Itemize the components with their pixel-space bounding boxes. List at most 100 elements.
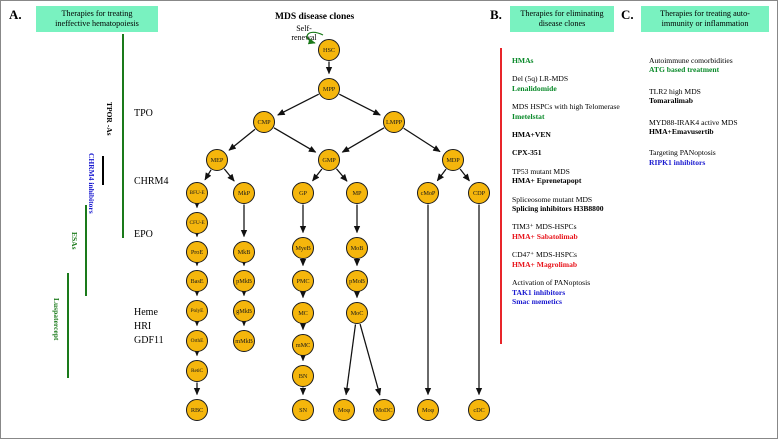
tree-node-pmob: pMoB (346, 270, 368, 292)
tree-node-polye: PolyE (186, 300, 208, 322)
tree-node-mkp: MkP (233, 182, 255, 204)
therapy-line: RIPK1 inhibitors (649, 157, 706, 167)
tree-node-mob: MoB (346, 237, 368, 259)
self-renewal-arc (306, 31, 324, 45)
tree-edge-mpp-lmpp (338, 93, 381, 116)
tree-node-label: OrthE (190, 338, 204, 344)
therapy-line: Spliceosome mutant MDS (512, 194, 593, 204)
tree-node-lmpp: LMPP (383, 111, 405, 133)
panel-c-letter: C. (621, 7, 634, 22)
tree-node-label: CDP (473, 189, 485, 197)
tree-node-label: MoC (350, 309, 364, 317)
tree-edge-lmpp-mdp (403, 127, 441, 153)
tree-title: MDS disease clones (275, 12, 355, 22)
axis-label-chrm4: CHRM4 (134, 176, 169, 187)
tree-node-pmkb: pMkB (233, 270, 255, 292)
tree-node-label: SN (299, 406, 307, 414)
therapy-line: CD47⁺ MDS-HSPCs (512, 250, 577, 260)
tree-node-pmc: PMC (292, 270, 314, 292)
therapy-line: HMA+ Eprenetapopt (512, 176, 582, 186)
tree-node-mdp: MDP (442, 149, 464, 171)
esas-green-rule (85, 205, 87, 296)
tree-node-mkb: MkB (233, 241, 255, 263)
tpo-epo-green-rule (122, 34, 124, 238)
tree-node-label: BN (298, 372, 308, 380)
tree-node-label: MoDC (375, 406, 393, 414)
tree-node-gp: GP (292, 182, 314, 204)
tree-node-mmkb: mMkB (233, 330, 255, 352)
tree-edge-gmp-mp (335, 168, 348, 182)
axis-label-hri: HRI (134, 321, 152, 332)
tree-node-label: LMPP (385, 118, 403, 126)
tree-node-label: Moφ (337, 406, 351, 414)
tree-node-hsc: HSC (318, 39, 340, 61)
self-renewal-label: Self-renewal (284, 24, 324, 42)
therapy-line: HMA+ Magrolimab (512, 259, 578, 269)
tree-node-moc: MoC (346, 302, 368, 324)
tree-node-label: CMP (257, 118, 271, 126)
therapy-entry: CPX-351 (512, 148, 630, 157)
axis-label-heme: Heme (134, 307, 158, 318)
tree-node-label: PolyE (190, 308, 204, 314)
tree-node-orthe: OrthE (186, 330, 208, 352)
tree-node-label: MPP (322, 85, 336, 93)
tree-edge-cmp-mep (228, 128, 256, 151)
self-renewal-text: Self-renewal (291, 24, 317, 42)
tree-edge-moc-moph1 (343, 324, 357, 396)
tree-node-cdp: CDP (468, 182, 490, 204)
tree-edge-mdp-cdp (459, 168, 470, 182)
therapy-line: Activation of PANoptosis (512, 278, 591, 288)
therapy-line: HMAs (512, 56, 534, 65)
tree-node-label: BFU-E (189, 190, 205, 196)
tree-node-label: MyeB (295, 244, 311, 252)
therapy-line: CPX-351 (512, 148, 542, 158)
tree-node-label: MC (298, 309, 308, 317)
tree-edge-cmp-gmp (273, 127, 317, 153)
tree-node-cdc: cDC (468, 399, 490, 421)
panel-b-letter: B. (490, 7, 502, 22)
tree-node-mc: MC (292, 302, 314, 324)
tree-edge-mep-bfue (204, 169, 212, 181)
panel-b-red-rule (500, 48, 502, 344)
therapy-line: Autoimmune comorbidities (649, 56, 733, 65)
tree-node-base: BasE (186, 270, 208, 292)
tree-node-sn: SN (292, 399, 314, 421)
tree-node-retic: RetiC (186, 360, 208, 382)
therapy-entry: HMAs (512, 56, 630, 65)
tree-node-label: RetiC (190, 368, 204, 374)
tree-node-label: MoB (350, 244, 364, 252)
panel-c-title: Therapies for treating auto-immunity or … (641, 6, 769, 32)
chrm4-black-rule (102, 156, 104, 185)
therapy-entry: HMA+VEN (512, 130, 630, 139)
tree-node-bn: BN (292, 365, 314, 387)
tree-node-label: MkP (238, 189, 250, 197)
tree-node-cfue: CFU-E (186, 212, 208, 234)
tree-node-label: MP (352, 189, 362, 197)
tree-node-mp: MP (346, 182, 368, 204)
tree-node-label: gMkB (236, 307, 252, 315)
tree-node-label: ProE (190, 248, 204, 256)
tree-node-label: RBC (190, 406, 204, 414)
therapy-line: Imetelstat (512, 111, 545, 121)
therapy-line: Del (5q) LR-MDS (512, 74, 569, 84)
axis-label-tpo: TPO (134, 108, 153, 119)
tree-node-proe: ProE (186, 241, 208, 263)
therapy-line: TLR2 high MDS (649, 86, 701, 96)
tree-edge-mdp-cmop (436, 168, 447, 182)
luspatercept-green-rule (67, 273, 69, 378)
tree-edge-lmpp-gmp (341, 127, 385, 153)
tree-node-gmkb: gMkB (233, 300, 255, 322)
therapy-line: MYD88-IRAK4 active MDS (649, 117, 738, 127)
